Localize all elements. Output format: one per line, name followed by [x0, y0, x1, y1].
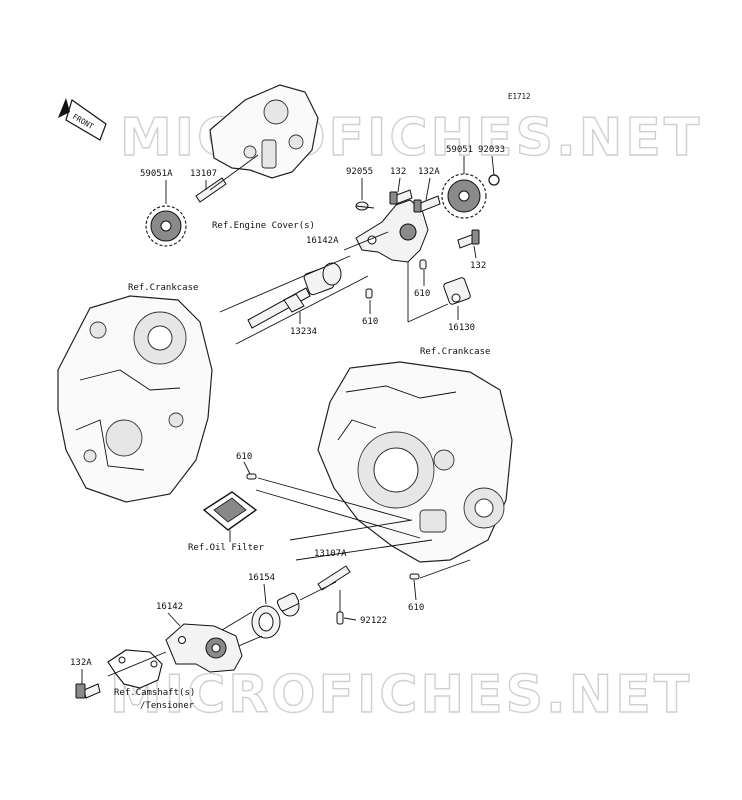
watermark-bottom: MICROFICHES.NET: [110, 665, 692, 725]
pin-610-lower: [409, 573, 420, 580]
label-16154: 16154: [248, 573, 275, 583]
pin-610-mid: [365, 288, 373, 299]
pump-body-16142: [165, 623, 243, 673]
label-13107: 13107: [190, 169, 217, 179]
label-610-mid: 610: [362, 317, 378, 327]
pin-610-filter: [246, 473, 257, 480]
label-610-right: 610: [414, 289, 430, 299]
bolt-132A-bottom: [75, 683, 101, 699]
label-92122: 92122: [360, 616, 387, 626]
gear-59051: [441, 173, 487, 219]
circlip-92033: [488, 174, 500, 186]
label-13234: 13234: [290, 327, 317, 337]
label-59051: 59051: [446, 145, 473, 155]
oil-filter-ref: [202, 491, 258, 531]
crankcase-right-ref: [317, 361, 513, 563]
label-132-top: 132: [390, 167, 406, 177]
label-610-filter: 610: [236, 452, 252, 462]
fitting-16130: [443, 277, 471, 305]
label-92033: 92033: [478, 145, 505, 155]
bolt-132A-top: [413, 195, 441, 213]
label-132A-bottom: 132A: [70, 658, 92, 668]
watermark-top: MICROFICHES.NET: [120, 108, 702, 168]
rotor-16154: [251, 592, 300, 639]
shaft-13234: [247, 262, 342, 329]
pin-13107A: [317, 565, 351, 591]
label-13107A: 13107A: [314, 549, 347, 559]
label-132-right: 132: [470, 261, 486, 271]
label-16130: 16130: [448, 323, 475, 333]
label-132A-top: 132A: [418, 167, 440, 177]
label-ref-crankcase-right: Ref.Crankcase: [420, 347, 490, 357]
pin-92122: [336, 611, 344, 625]
label-ref-oil-filter: Ref.Oil Filter: [188, 543, 264, 553]
label-16142: 16142: [156, 602, 183, 612]
engine-cover-ref: [209, 84, 319, 179]
diagram-id: E1712: [508, 92, 531, 101]
bolt-132-right: [457, 229, 480, 249]
pin-610-right: [419, 259, 427, 270]
label-ref-camshaft: Ref.Camshaft(s): [114, 688, 195, 698]
gear-59051A: [145, 205, 187, 247]
bolt-132-top: [389, 189, 413, 205]
label-ref-engine-cover: Ref.Engine Cover(s): [212, 221, 315, 231]
pump-cover-16142A: [355, 199, 429, 263]
label-16142A: 16142A: [306, 236, 339, 246]
front-arrow-icon: FRONT: [58, 98, 107, 141]
crankcase-left-ref: [57, 295, 213, 503]
label-59051A: 59051A: [140, 169, 173, 179]
label-ref-crankcase-left: Ref.Crankcase: [128, 283, 198, 293]
label-92055: 92055: [346, 167, 373, 177]
label-ref-tensioner: /Tensioner: [140, 701, 195, 711]
label-610-lower: 610: [408, 603, 424, 613]
